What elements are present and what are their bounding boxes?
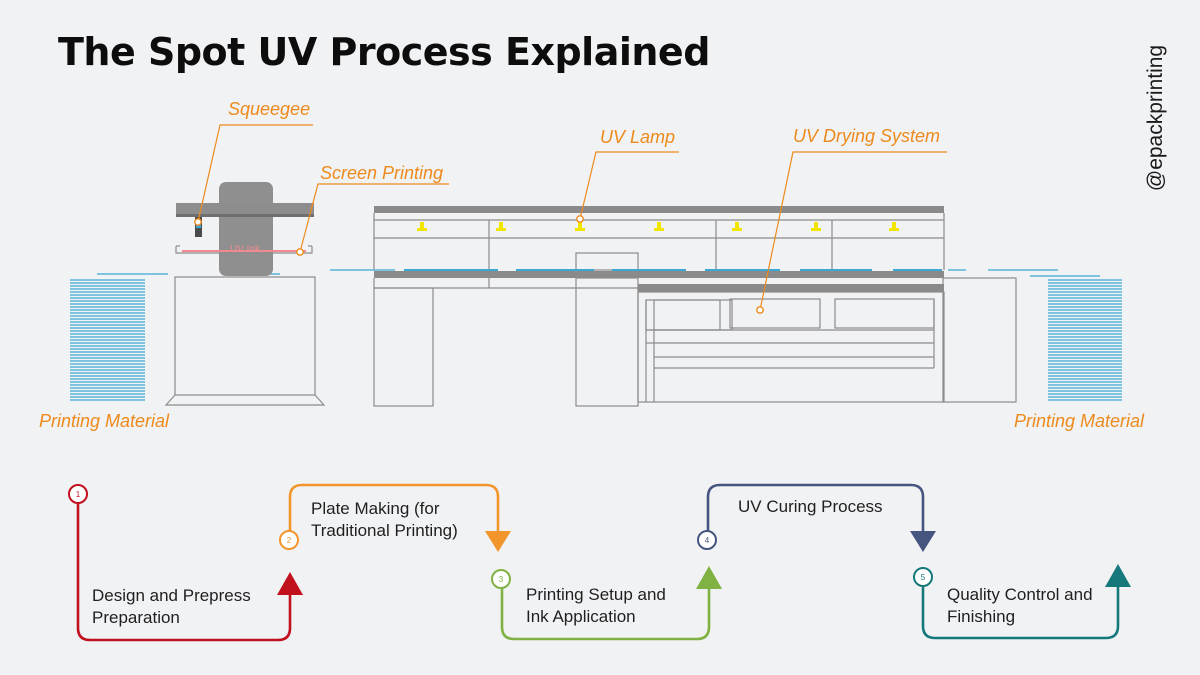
step-2-line-2: Traditional Printing) <box>311 521 458 540</box>
uv-lamp-bulb <box>654 222 664 231</box>
step-1-line-2: Preparation <box>92 608 180 627</box>
printing-material-stack-left <box>70 279 145 401</box>
printer-column <box>219 182 273 276</box>
uv-drying-machine <box>373 206 1017 407</box>
arrow-up-step-3 <box>696 566 722 589</box>
step-2-number: 2 <box>287 536 292 545</box>
uv-lamp-bulb <box>575 222 585 231</box>
label-uv-ink: UV Ink <box>230 244 261 255</box>
arrow-up-step-5 <box>1105 564 1131 587</box>
squeegee-bar <box>176 203 314 216</box>
arrow-up-step-1 <box>277 572 303 595</box>
printing-material-stack-right <box>1048 279 1122 401</box>
arrow-down-step-2 <box>485 531 511 552</box>
printer-base <box>174 276 316 396</box>
step-1-number: 1 <box>76 490 81 499</box>
uv-lamp-bulb <box>732 222 742 231</box>
label-uv-drying-system: UV Drying System <box>793 126 940 146</box>
screen-frame <box>175 246 313 254</box>
connector-step-1 <box>76 501 292 642</box>
step-5-line-1: Quality Control and <box>947 585 1093 604</box>
callout-leaders <box>197 124 947 311</box>
uv-lamp-bulb <box>417 222 427 231</box>
uv-lamp-bulb <box>811 222 821 231</box>
arrow-down-step-4 <box>910 531 936 552</box>
connector-step-5 <box>921 584 1120 640</box>
step-1-line-1: Design and Prepress <box>92 586 251 605</box>
label-uv-lamp: UV Lamp <box>600 127 675 147</box>
step-2-marker: 2 <box>279 530 299 550</box>
connector-step-2 <box>288 483 500 534</box>
label-printing-material-left: Printing Material <box>39 411 170 431</box>
step-3-number: 3 <box>499 575 504 584</box>
step-3-line-1: Printing Setup and <box>526 585 666 604</box>
label-printing-material-right: Printing Material <box>1014 411 1145 431</box>
connector-step-4 <box>706 483 925 534</box>
step-4-number: 4 <box>705 536 710 545</box>
drying-cabinet-bar <box>638 284 944 292</box>
step-3-line-2: Ink Application <box>526 607 636 626</box>
screen-printing-unit <box>164 182 326 406</box>
top-rail <box>374 206 944 213</box>
callout-dots <box>194 215 764 314</box>
step-5-marker: 5 <box>913 567 933 587</box>
page-title: The Spot UV Process Explained <box>58 30 710 74</box>
step-1-marker: 1 <box>68 484 88 504</box>
label-screen-printing: Screen Printing <box>320 163 443 183</box>
uv-lamps <box>417 222 899 231</box>
step-4-marker: 4 <box>697 530 717 550</box>
step-5-line-2: Finishing <box>947 607 1015 626</box>
uv-lamp-bulb <box>496 222 506 231</box>
step-5-number: 5 <box>921 573 926 582</box>
flow-arrowheads <box>277 531 1131 595</box>
process-flow <box>76 483 1120 642</box>
conveyor-belt <box>374 271 944 278</box>
step-3-marker: 3 <box>491 569 511 589</box>
step-4-line-1: UV Curing Process <box>738 497 883 516</box>
step-2-line-1: Plate Making (for <box>311 499 440 518</box>
uv-lamp-bulb <box>889 222 899 231</box>
label-squeegee: Squeegee <box>228 99 310 119</box>
step-4-label: UV Curing Process <box>738 497 883 516</box>
connector-step-3 <box>500 586 711 641</box>
